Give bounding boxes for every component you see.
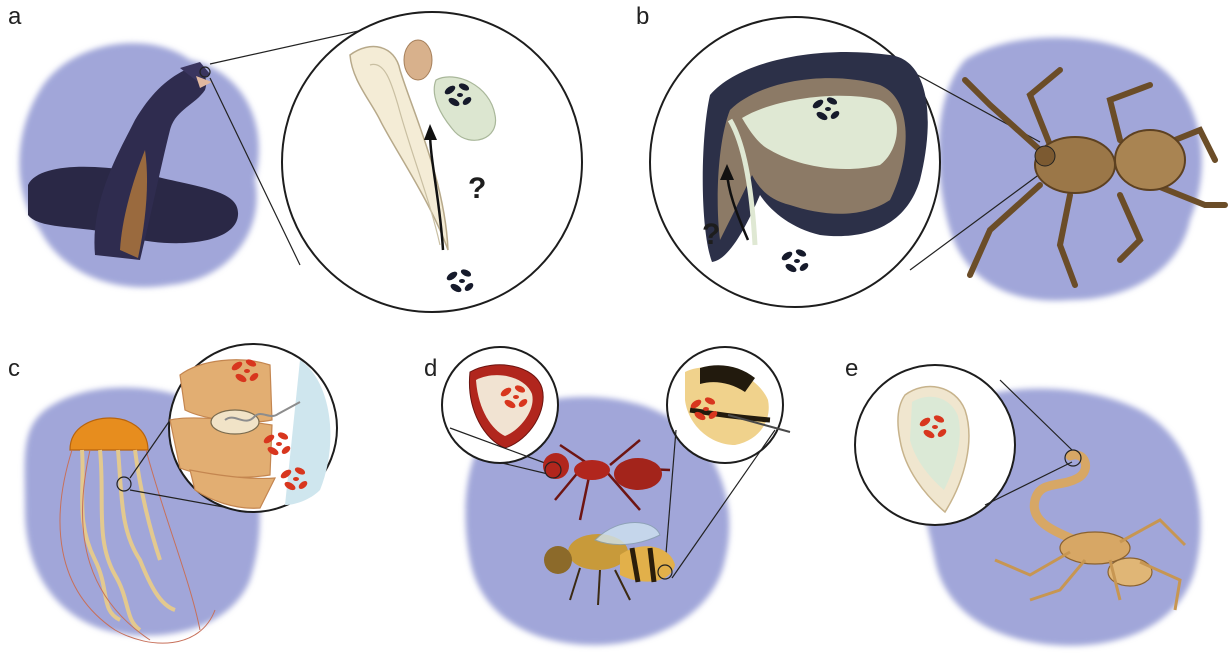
panel-label-e: e (845, 355, 858, 382)
panel-label-b: b (636, 3, 649, 30)
panel-label-a: a (8, 3, 22, 30)
question-mark-a: ? (468, 172, 486, 205)
panel-d: d (424, 347, 790, 645)
panel-e: e (845, 355, 1200, 646)
zoom-circle-e (855, 365, 1015, 525)
panel-c: c (8, 344, 337, 643)
panel-label-c: c (8, 355, 20, 382)
zoom-circle-b: ? (650, 17, 940, 307)
question-mark-b: ? (702, 218, 720, 251)
zoom-circle-a: ? (282, 12, 582, 312)
panel-b: b ? (636, 3, 1225, 307)
zoom-circle-d-ant (442, 347, 558, 463)
zoom-circle-c (169, 344, 337, 512)
zoom-circle-d-bee (667, 347, 790, 463)
panel-a: a ? (8, 3, 582, 312)
panel-label-d: d (424, 355, 437, 382)
